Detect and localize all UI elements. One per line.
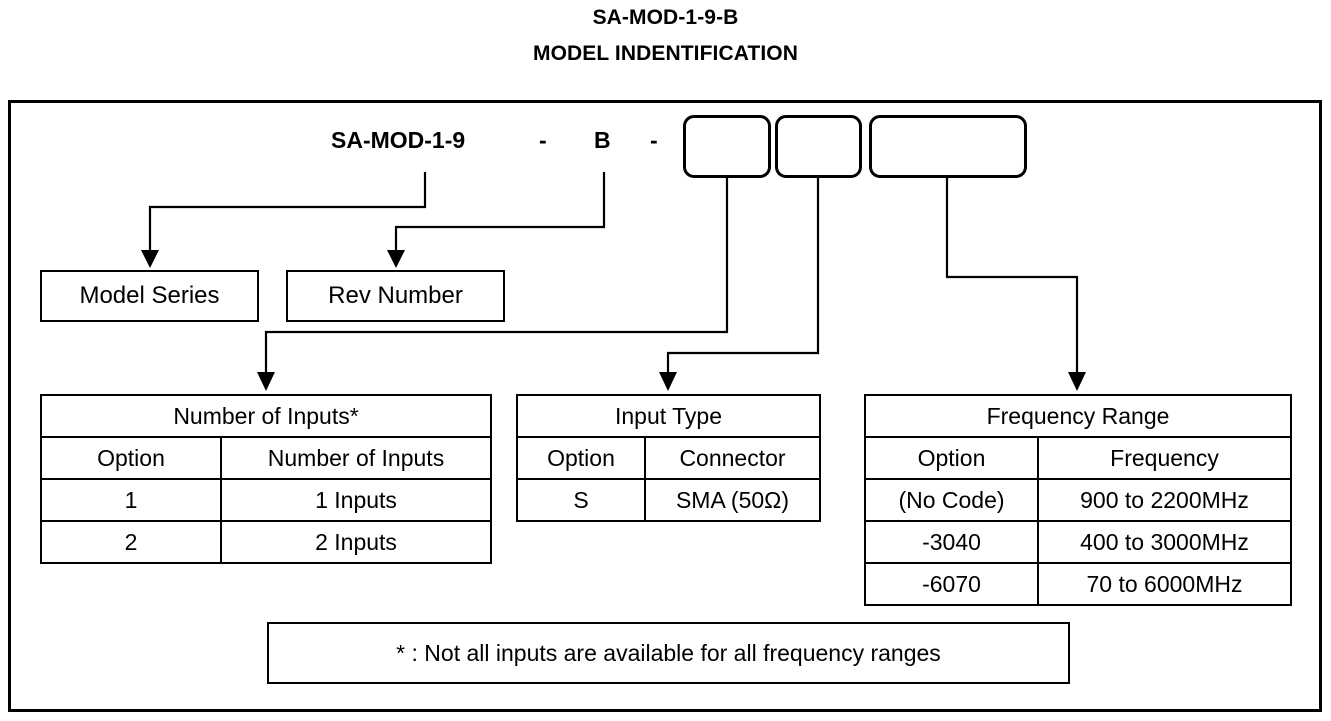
cell-option: 1 — [40, 478, 222, 522]
cell-value: 1 Inputs — [220, 478, 492, 522]
table-title-row: Number of Inputs* — [40, 394, 492, 438]
model-code-separator-1: - — [539, 127, 547, 153]
table-row: -3040 400 to 3000MHz — [864, 520, 1292, 564]
model-code-slot-inputs[interactable] — [683, 115, 771, 178]
model-code-separator-2: - — [650, 127, 658, 153]
table-title-frequency-range: Frequency Range — [864, 394, 1292, 438]
table-frequency-range: Frequency Range Option Frequency (No Cod… — [864, 394, 1292, 606]
cell-value: 2 Inputs — [220, 520, 492, 564]
cell-value: 400 to 3000MHz — [1037, 520, 1292, 564]
table-row: (No Code) 900 to 2200MHz — [864, 478, 1292, 522]
table-row: S SMA (50Ω) — [516, 478, 821, 522]
model-code-series: SA-MOD-1-9 — [331, 127, 466, 153]
table-row: -6070 70 to 6000MHz — [864, 562, 1292, 606]
table-header-row: Option Connector — [516, 436, 821, 480]
cell-value: 70 to 6000MHz — [1037, 562, 1292, 606]
column-header-connector: Connector — [644, 436, 821, 480]
column-header-option: Option — [40, 436, 222, 480]
table-input-type: Input Type Option Connector S SMA (50Ω) — [516, 394, 821, 522]
cell-option: 2 — [40, 520, 222, 564]
label-box-rev-number: Rev Number — [286, 270, 505, 322]
table-header-row: Option Frequency — [864, 436, 1292, 480]
table-row: 1 1 Inputs — [40, 478, 492, 522]
cell-option: -6070 — [864, 562, 1039, 606]
label-box-model-series: Model Series — [40, 270, 259, 322]
table-title-row: Frequency Range — [864, 394, 1292, 438]
model-code-slot-input-type[interactable] — [775, 115, 862, 178]
cell-value: SMA (50Ω) — [644, 478, 821, 522]
column-header-option: Option — [864, 436, 1039, 480]
column-header-number-of-inputs: Number of Inputs — [220, 436, 492, 480]
table-number-of-inputs: Number of Inputs* Option Number of Input… — [40, 394, 492, 564]
model-code-slot-frequency[interactable] — [869, 115, 1027, 178]
diagram-title-model-number: SA-MOD-1-9-B — [592, 6, 739, 29]
cell-option: -3040 — [864, 520, 1039, 564]
table-header-row: Option Number of Inputs — [40, 436, 492, 480]
cell-value: 900 to 2200MHz — [1037, 478, 1292, 522]
table-title-input-type: Input Type — [516, 394, 821, 438]
footnote-box: * : Not all inputs are available for all… — [267, 622, 1070, 684]
cell-option: S — [516, 478, 646, 522]
column-header-option: Option — [516, 436, 646, 480]
diagram-title-subtitle: MODEL INDENTIFICATION — [533, 42, 798, 65]
column-header-frequency: Frequency — [1037, 436, 1292, 480]
cell-option: (No Code) — [864, 478, 1039, 522]
model-code-revision: B — [594, 127, 611, 153]
table-title-row: Input Type — [516, 394, 821, 438]
table-title-number-of-inputs: Number of Inputs* — [40, 394, 492, 438]
table-row: 2 2 Inputs — [40, 520, 492, 564]
